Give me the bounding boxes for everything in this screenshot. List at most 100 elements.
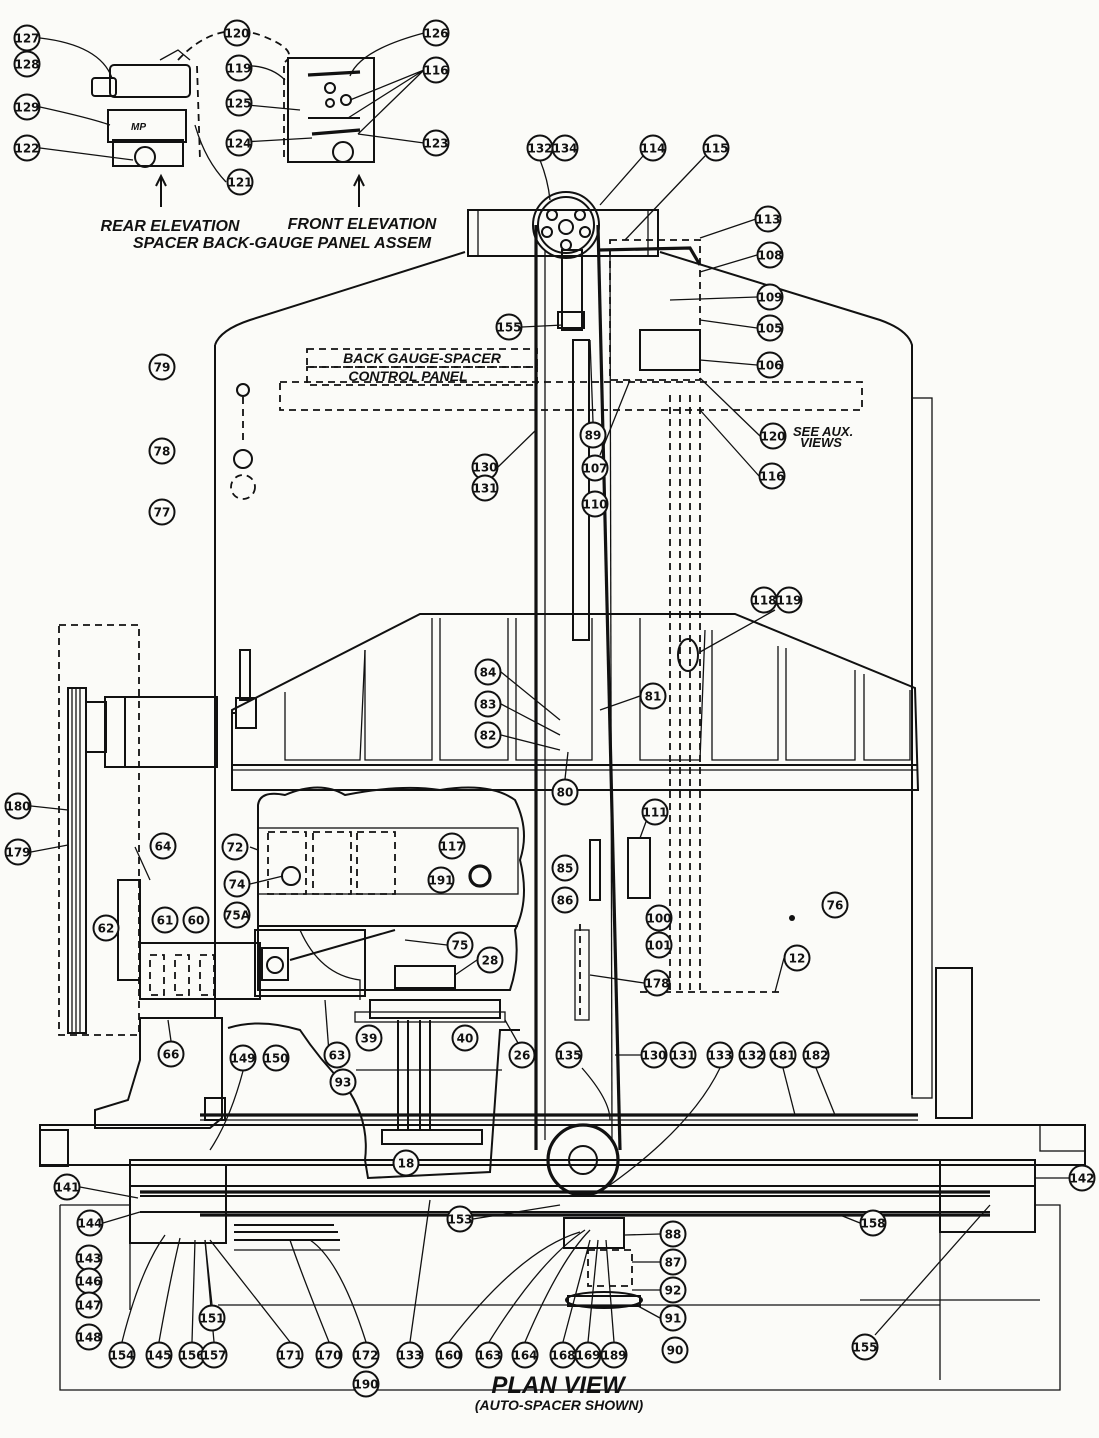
callout-number: 63 (329, 1049, 346, 1063)
callout-number: 100 (646, 912, 671, 926)
callout-123: 123 (422, 129, 450, 157)
callout-75A: 75A (223, 901, 251, 929)
callout-number: 85 (557, 862, 574, 876)
callout-number: 153 (447, 1213, 472, 1227)
callout-87: 87 (659, 1248, 687, 1276)
callout-circle (148, 498, 176, 526)
callout-63: 63 (323, 1041, 351, 1069)
callout-147: 147 (75, 1291, 103, 1319)
callout-circle (422, 129, 450, 157)
callout-12: 12 (783, 944, 811, 972)
callout-169: 169 (574, 1341, 602, 1369)
callout-number: 155 (496, 321, 521, 335)
callout-circle (471, 474, 499, 502)
callout-circle (551, 134, 579, 162)
callout-number: 157 (201, 1349, 226, 1363)
callout-number: 131 (670, 1049, 695, 1063)
callout-number: 105 (757, 322, 782, 336)
callout-circle (579, 421, 607, 449)
callout-number: 74 (229, 878, 246, 892)
callout-number: 115 (703, 142, 728, 156)
callout-number: 147 (76, 1299, 101, 1313)
machine-frame (39, 191, 1086, 1391)
callout-circle (75, 1291, 103, 1319)
callout-circle (4, 792, 32, 820)
callout-107: 107 (581, 454, 609, 482)
callout-26: 26 (508, 1041, 536, 1069)
callout-circle (276, 1341, 304, 1369)
callout-circle (495, 313, 523, 341)
callout-118: 118 (750, 586, 778, 614)
callout-circle (151, 906, 179, 934)
callout-132: 132 (738, 1041, 766, 1069)
callout-72: 72 (221, 833, 249, 861)
callout-number: 61 (157, 914, 174, 928)
callout-circle (315, 1341, 343, 1369)
callout-number: 123 (423, 137, 448, 151)
callout-number: 128 (14, 58, 39, 72)
callout-18: 18 (392, 1149, 420, 1177)
callout-number: 143 (76, 1252, 101, 1266)
callout-number: 120 (224, 27, 249, 41)
callout-circle (225, 54, 253, 82)
callout-178: 178 (643, 969, 671, 997)
callout-circle (422, 56, 450, 84)
panel-label-line2: CONTROL PANEL (348, 368, 467, 384)
callout-150: 150 (262, 1044, 290, 1072)
callout-circle (859, 1209, 887, 1237)
callout-number: 150 (263, 1052, 288, 1066)
callout-74: 74 (223, 870, 251, 898)
callout-number: 160 (436, 1349, 461, 1363)
callout-156: 156 (178, 1341, 206, 1369)
callout-164: 164 (511, 1341, 539, 1369)
callout-number: 134 (552, 142, 577, 156)
callout-75: 75 (446, 931, 474, 959)
callout-circle (476, 946, 504, 974)
callout-115: 115 (702, 134, 730, 162)
callout-number: 141 (54, 1181, 79, 1195)
callout-170: 170 (315, 1341, 343, 1369)
callout-circle (352, 1341, 380, 1369)
callout-number: 133 (397, 1349, 422, 1363)
callout-circle (508, 1041, 536, 1069)
callout-134: 134 (551, 134, 579, 162)
callout-circle (821, 891, 849, 919)
callout-number: 113 (755, 213, 780, 227)
callout-157: 157 (200, 1341, 228, 1369)
callout-181: 181 (769, 1041, 797, 1069)
callout-circle (639, 682, 667, 710)
drawing-title: PLAN VIEW (491, 1372, 627, 1399)
callout-109: 109 (756, 283, 784, 311)
callout-40: 40 (451, 1024, 479, 1052)
callout-circle (551, 778, 579, 806)
callout-circle (754, 205, 782, 233)
callout-circle (446, 931, 474, 959)
callout-circle (659, 1248, 687, 1276)
callout-circle (645, 931, 673, 959)
panel-label-line1: BACK GAUGE-SPACER (343, 350, 502, 366)
callout-circle (775, 586, 803, 614)
callout-number: 178 (644, 977, 669, 991)
callout-number: 78 (154, 445, 171, 459)
callout-117: 117 (438, 832, 466, 860)
callout-number: 62 (98, 922, 115, 936)
callout-circle (223, 19, 251, 47)
callout-number: 117 (439, 840, 464, 854)
callout-82: 82 (474, 721, 502, 749)
callout-number: 93 (335, 1076, 352, 1090)
callout-80: 80 (551, 778, 579, 806)
callout-circle (182, 906, 210, 934)
callout-number: 164 (512, 1349, 537, 1363)
callout-171: 171 (276, 1341, 304, 1369)
callout-145: 145 (145, 1341, 173, 1369)
callout-84: 84 (474, 658, 502, 686)
callout-number: 182 (803, 1049, 828, 1063)
callout-circle (76, 1209, 104, 1237)
callout-number: 148 (76, 1331, 101, 1345)
callout-144: 144 (76, 1209, 104, 1237)
callout-circle (851, 1333, 879, 1361)
callout-number: 91 (665, 1312, 682, 1326)
callout-circle (438, 832, 466, 860)
callout-92: 92 (659, 1276, 687, 1304)
callout-127: 127 (13, 24, 41, 52)
